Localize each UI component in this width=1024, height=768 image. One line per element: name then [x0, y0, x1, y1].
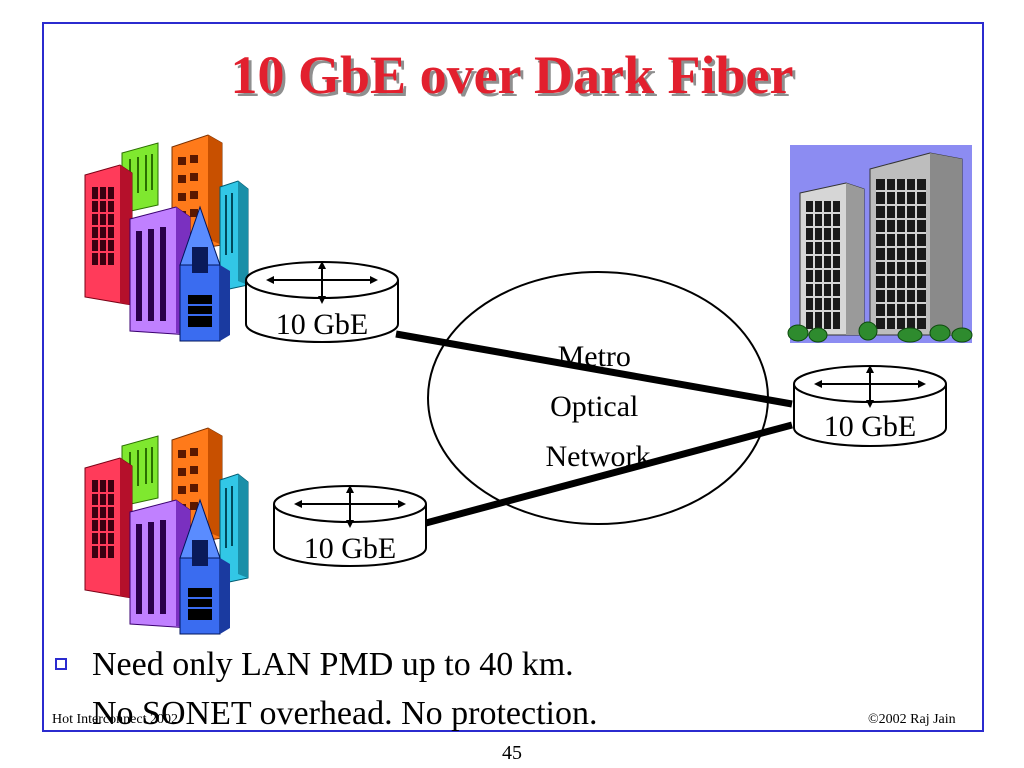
fiber-link-top [395, 330, 793, 408]
slide-title: 10 GbE over Dark Fiber [230, 45, 794, 105]
slide-frame [42, 22, 984, 732]
bullet-text-2: No SONET overhead. No protection. [92, 695, 598, 732]
bullet-text-1: Need only LAN PMD up to 40 km. [92, 646, 574, 683]
office-towers-icon [787, 145, 973, 343]
switch-label-right: 10 GbE [824, 410, 917, 443]
footer-right: ©2002 Raj Jain [868, 712, 956, 727]
page-number: 45 [502, 742, 522, 764]
cloud-label-line-2: Optical [550, 390, 638, 423]
colorful-buildings-icon [84, 427, 249, 635]
svg-text:Metro Optical Network: Metro Optical Network [546, 340, 651, 473]
fiber-link-bottom [425, 421, 793, 527]
colorful-buildings-icon [84, 134, 249, 342]
footer-left: Hot Interconnect 2002 [52, 712, 178, 727]
bullet-square-icon [55, 658, 67, 670]
switch-label-top-left: 10 GbE [276, 308, 369, 341]
switch-label-bottom-left: 10 GbE [304, 532, 397, 565]
